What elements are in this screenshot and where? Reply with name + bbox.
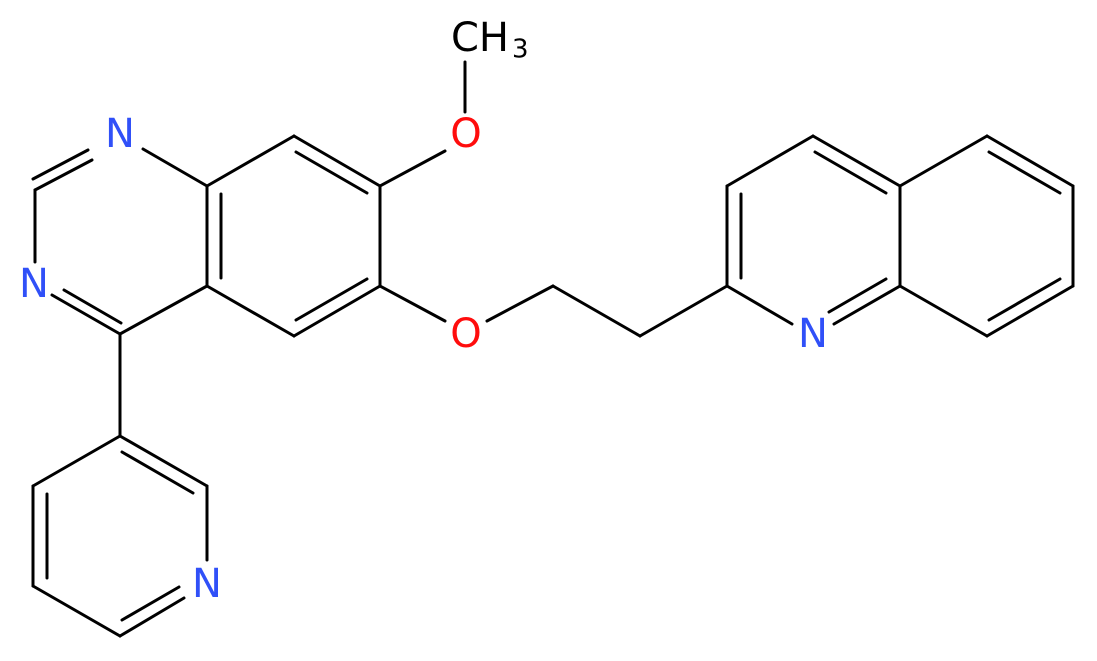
- bond: [485, 284, 555, 323]
- bond: [985, 284, 1075, 338]
- atom-label-nitrogen: N: [798, 311, 828, 357]
- bond: [141, 147, 209, 188]
- bond: [31, 148, 90, 181]
- bond: [985, 134, 1075, 188]
- bond: [638, 284, 729, 338]
- bond: [827, 277, 888, 314]
- bond: [551, 284, 642, 338]
- bond: [120, 450, 195, 495]
- bond: [813, 150, 888, 195]
- atom-labels: N N N N O O CH 3: [19, 15, 828, 607]
- bond: [292, 284, 382, 338]
- atom-label-oxygen: O: [450, 311, 481, 357]
- atom-label-nitrogen: N: [192, 561, 222, 607]
- atom-label-methyl: CH: [451, 15, 509, 61]
- bond: [120, 585, 181, 622]
- bonds: [31, 60, 1075, 638]
- bond: [118, 284, 209, 336]
- bond: [31, 434, 122, 488]
- bond: [205, 134, 296, 188]
- bond: [378, 284, 447, 323]
- bond: [378, 149, 447, 188]
- bond: [118, 434, 209, 488]
- bond: [118, 596, 186, 638]
- bond: [725, 134, 815, 188]
- bond: [62, 288, 123, 325]
- bond: [898, 284, 989, 338]
- bond: [811, 134, 902, 188]
- bond: [898, 134, 989, 188]
- bond: [294, 277, 369, 322]
- bond: [31, 584, 122, 638]
- bond: [987, 277, 1062, 322]
- atom-label-nitrogen: N: [19, 261, 49, 307]
- bond: [832, 284, 902, 326]
- atom-label-oxygen: O: [450, 111, 481, 157]
- bond: [33, 158, 94, 192]
- bond: [294, 150, 369, 195]
- bond: [205, 284, 296, 338]
- bond: [50, 293, 122, 336]
- bond: [987, 150, 1062, 195]
- bond: [292, 134, 382, 188]
- bond: [725, 284, 794, 326]
- atom-label-nitrogen: N: [105, 111, 135, 157]
- atom-label-methyl-subscript: 3: [512, 35, 529, 65]
